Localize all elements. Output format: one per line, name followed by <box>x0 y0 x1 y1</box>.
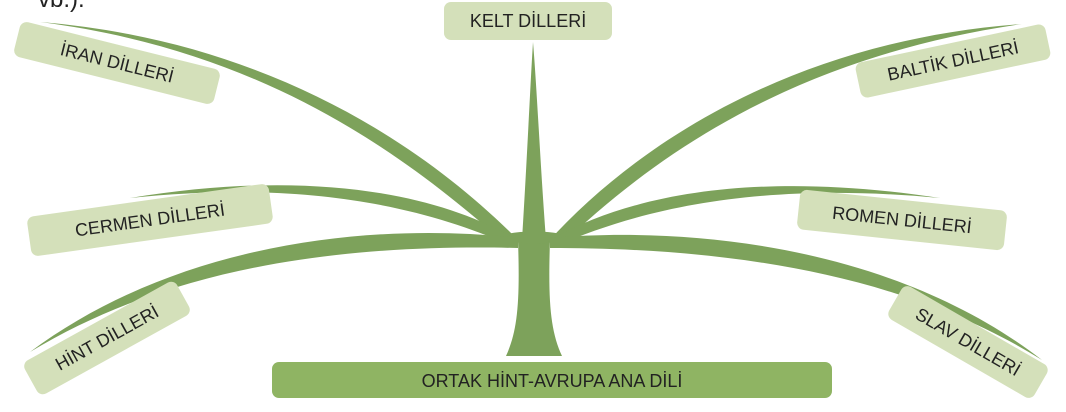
node-hint: HİNT DİLLERİ <box>24 281 190 395</box>
node-iran-box <box>14 22 220 104</box>
root-label: ORTAK HİNT-AVRUPA ANA DİLİ <box>422 371 683 391</box>
branch-hint <box>30 232 518 352</box>
node-slav: SLAV DİLLERİ <box>888 286 1048 398</box>
cut-off-text: vb.). <box>38 0 85 14</box>
tree-branches <box>30 22 1042 360</box>
node-cermen: CERMEN DİLLERİ <box>27 184 273 256</box>
node-slav-box <box>888 286 1048 398</box>
node-romen-box <box>797 189 1007 251</box>
branch-kelt <box>522 42 546 240</box>
tree-trunk <box>506 240 562 356</box>
node-baltik-box <box>855 24 1051 98</box>
node-kelt: KELT DİLLERİ <box>444 2 612 40</box>
node-romen: ROMEN DİLLERİ <box>797 189 1007 251</box>
branch-romen <box>554 186 940 246</box>
root-node: ORTAK HİNT-AVRUPA ANA DİLİ <box>272 362 832 398</box>
branch-cermen <box>130 185 514 246</box>
node-kelt-label: KELT DİLLERİ <box>470 11 586 31</box>
node-kelt-box <box>444 2 612 40</box>
root-box <box>272 362 832 398</box>
node-hint-box <box>24 281 190 395</box>
branch-slav <box>550 234 1042 360</box>
node-cermen-box <box>27 184 273 256</box>
